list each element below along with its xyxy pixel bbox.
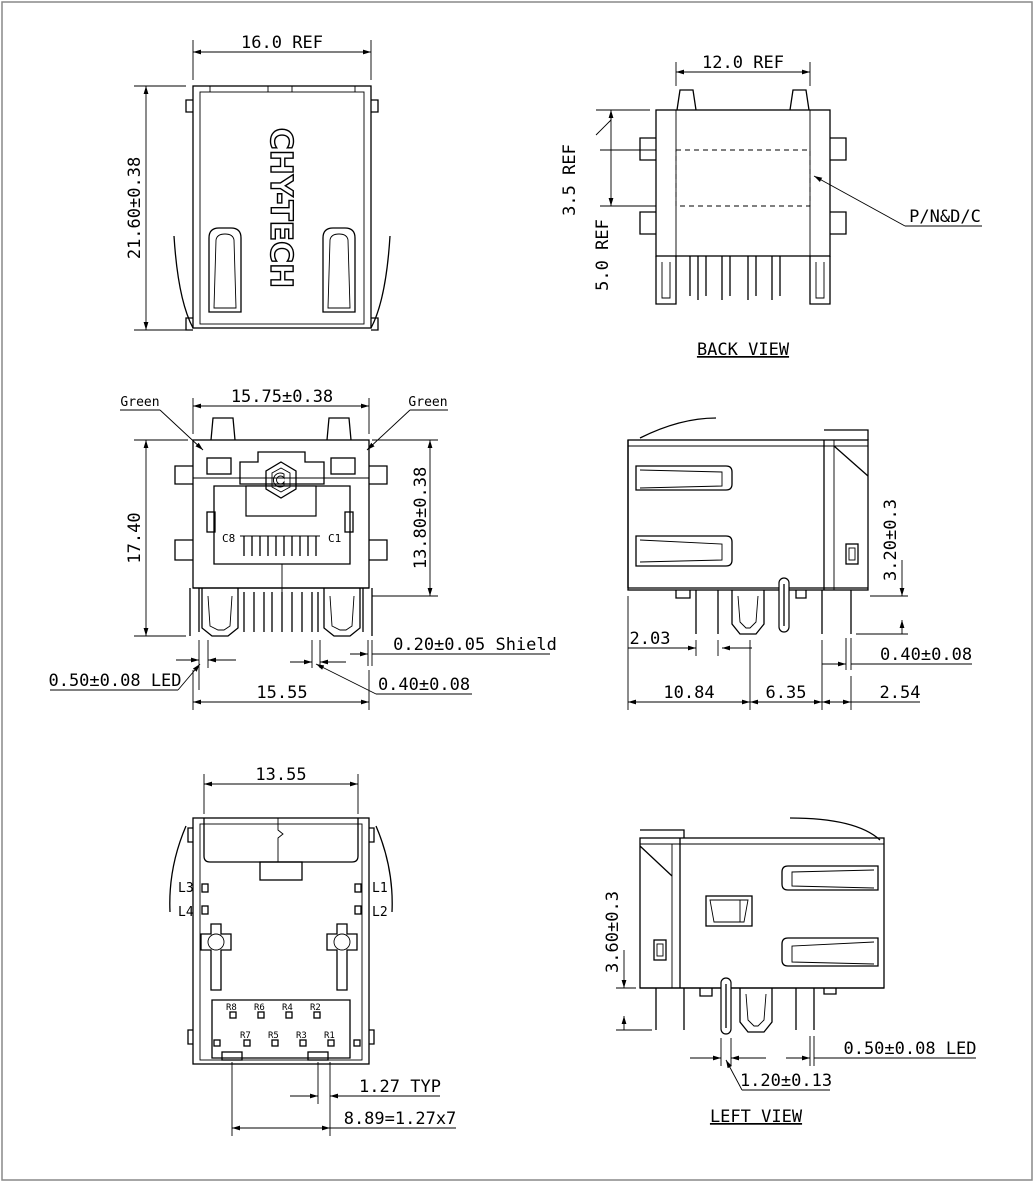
label-c1: C1 bbox=[328, 532, 341, 545]
dim-front-height: 17.40 bbox=[125, 512, 145, 563]
dim-front-width: 15.75±0.38 bbox=[231, 387, 333, 407]
label-back-view: BACK VIEW bbox=[697, 340, 790, 360]
bottom-view: L3 L4 L1 L2 R8 R6 R4 R2 R7 R5 R3 R1 13.5… bbox=[169, 765, 457, 1136]
dim-side-pin: 0.40±0.08 bbox=[880, 645, 972, 665]
label-r5: R5 bbox=[268, 1031, 279, 1041]
top-view: CHY-TECH 16.0 REF 21.60±0.38 bbox=[125, 33, 391, 331]
label-left-view: LEFT VIEW bbox=[710, 1107, 803, 1127]
front-view: C8 C1 15.75±0.38 Green Green 17.40 13.80… bbox=[48, 387, 557, 710]
label-green-left: Green bbox=[120, 395, 159, 410]
dim-left-360: 3.60±0.3 bbox=[603, 891, 623, 973]
brand-logo: CHY-TECH bbox=[263, 128, 298, 289]
label-l2: L2 bbox=[372, 905, 388, 920]
dim-bottom-typ: 1.27 TYP bbox=[359, 1077, 441, 1097]
dim-side-254: 2.54 bbox=[880, 683, 921, 703]
dim-top-width: 16.0 REF bbox=[241, 33, 323, 53]
label-r7: R7 bbox=[240, 1031, 251, 1041]
dim-back-width: 12.0 REF bbox=[702, 53, 784, 73]
dim-side-203: 2.03 bbox=[630, 629, 671, 649]
dim-back-35: 3.5 REF bbox=[560, 144, 580, 216]
dim-side-635: 6.35 bbox=[766, 683, 807, 703]
dim-left-120: 1.20±0.13 bbox=[740, 1071, 832, 1091]
label-c8: C8 bbox=[222, 532, 235, 545]
side-view: 2.03 3.20±0.3 0.40±0.08 10.84 6.35 2.54 bbox=[627, 417, 972, 710]
dim-pin: 0.40±0.08 bbox=[378, 675, 470, 695]
dim-led: 0.50±0.08 LED bbox=[48, 671, 181, 691]
label-r2: R2 bbox=[310, 1003, 321, 1013]
label-r8: R8 bbox=[226, 1003, 237, 1013]
dim-bottom-pitch: 8.89=1.27x7 bbox=[344, 1109, 457, 1129]
back-view: 12.0 REF 3.5 REF 5.0 REF P/N&D/C BACK VI… bbox=[560, 53, 982, 360]
dim-side-1084: 10.84 bbox=[663, 683, 714, 703]
dim-front-height2: 13.80±0.38 bbox=[411, 467, 431, 569]
label-r3: R3 bbox=[296, 1031, 307, 1041]
label-l3: L3 bbox=[178, 881, 194, 896]
dim-top-height: 21.60±0.38 bbox=[125, 157, 145, 259]
dim-bottom-width: 13.55 bbox=[255, 765, 306, 785]
label-pnd: P/N&D/C bbox=[909, 207, 981, 227]
dim-left-led: 0.50±0.08 LED bbox=[843, 1039, 976, 1059]
dim-side-320: 3.20±0.3 bbox=[881, 499, 901, 581]
dim-back-50: 5.0 REF bbox=[593, 219, 613, 291]
label-l1: L1 bbox=[372, 881, 388, 896]
label-l4: L4 bbox=[178, 905, 194, 920]
dim-front-base: 15.55 bbox=[256, 683, 307, 703]
left-view: 3.60±0.3 0.50±0.08 LED 1.20±0.13 LEFT VI… bbox=[603, 817, 977, 1127]
label-green-right: Green bbox=[408, 395, 447, 410]
label-r4: R4 bbox=[282, 1003, 293, 1013]
dim-shield: 0.20±0.05 Shield bbox=[393, 635, 557, 655]
label-r6: R6 bbox=[254, 1003, 265, 1013]
label-r1: R1 bbox=[324, 1031, 335, 1041]
